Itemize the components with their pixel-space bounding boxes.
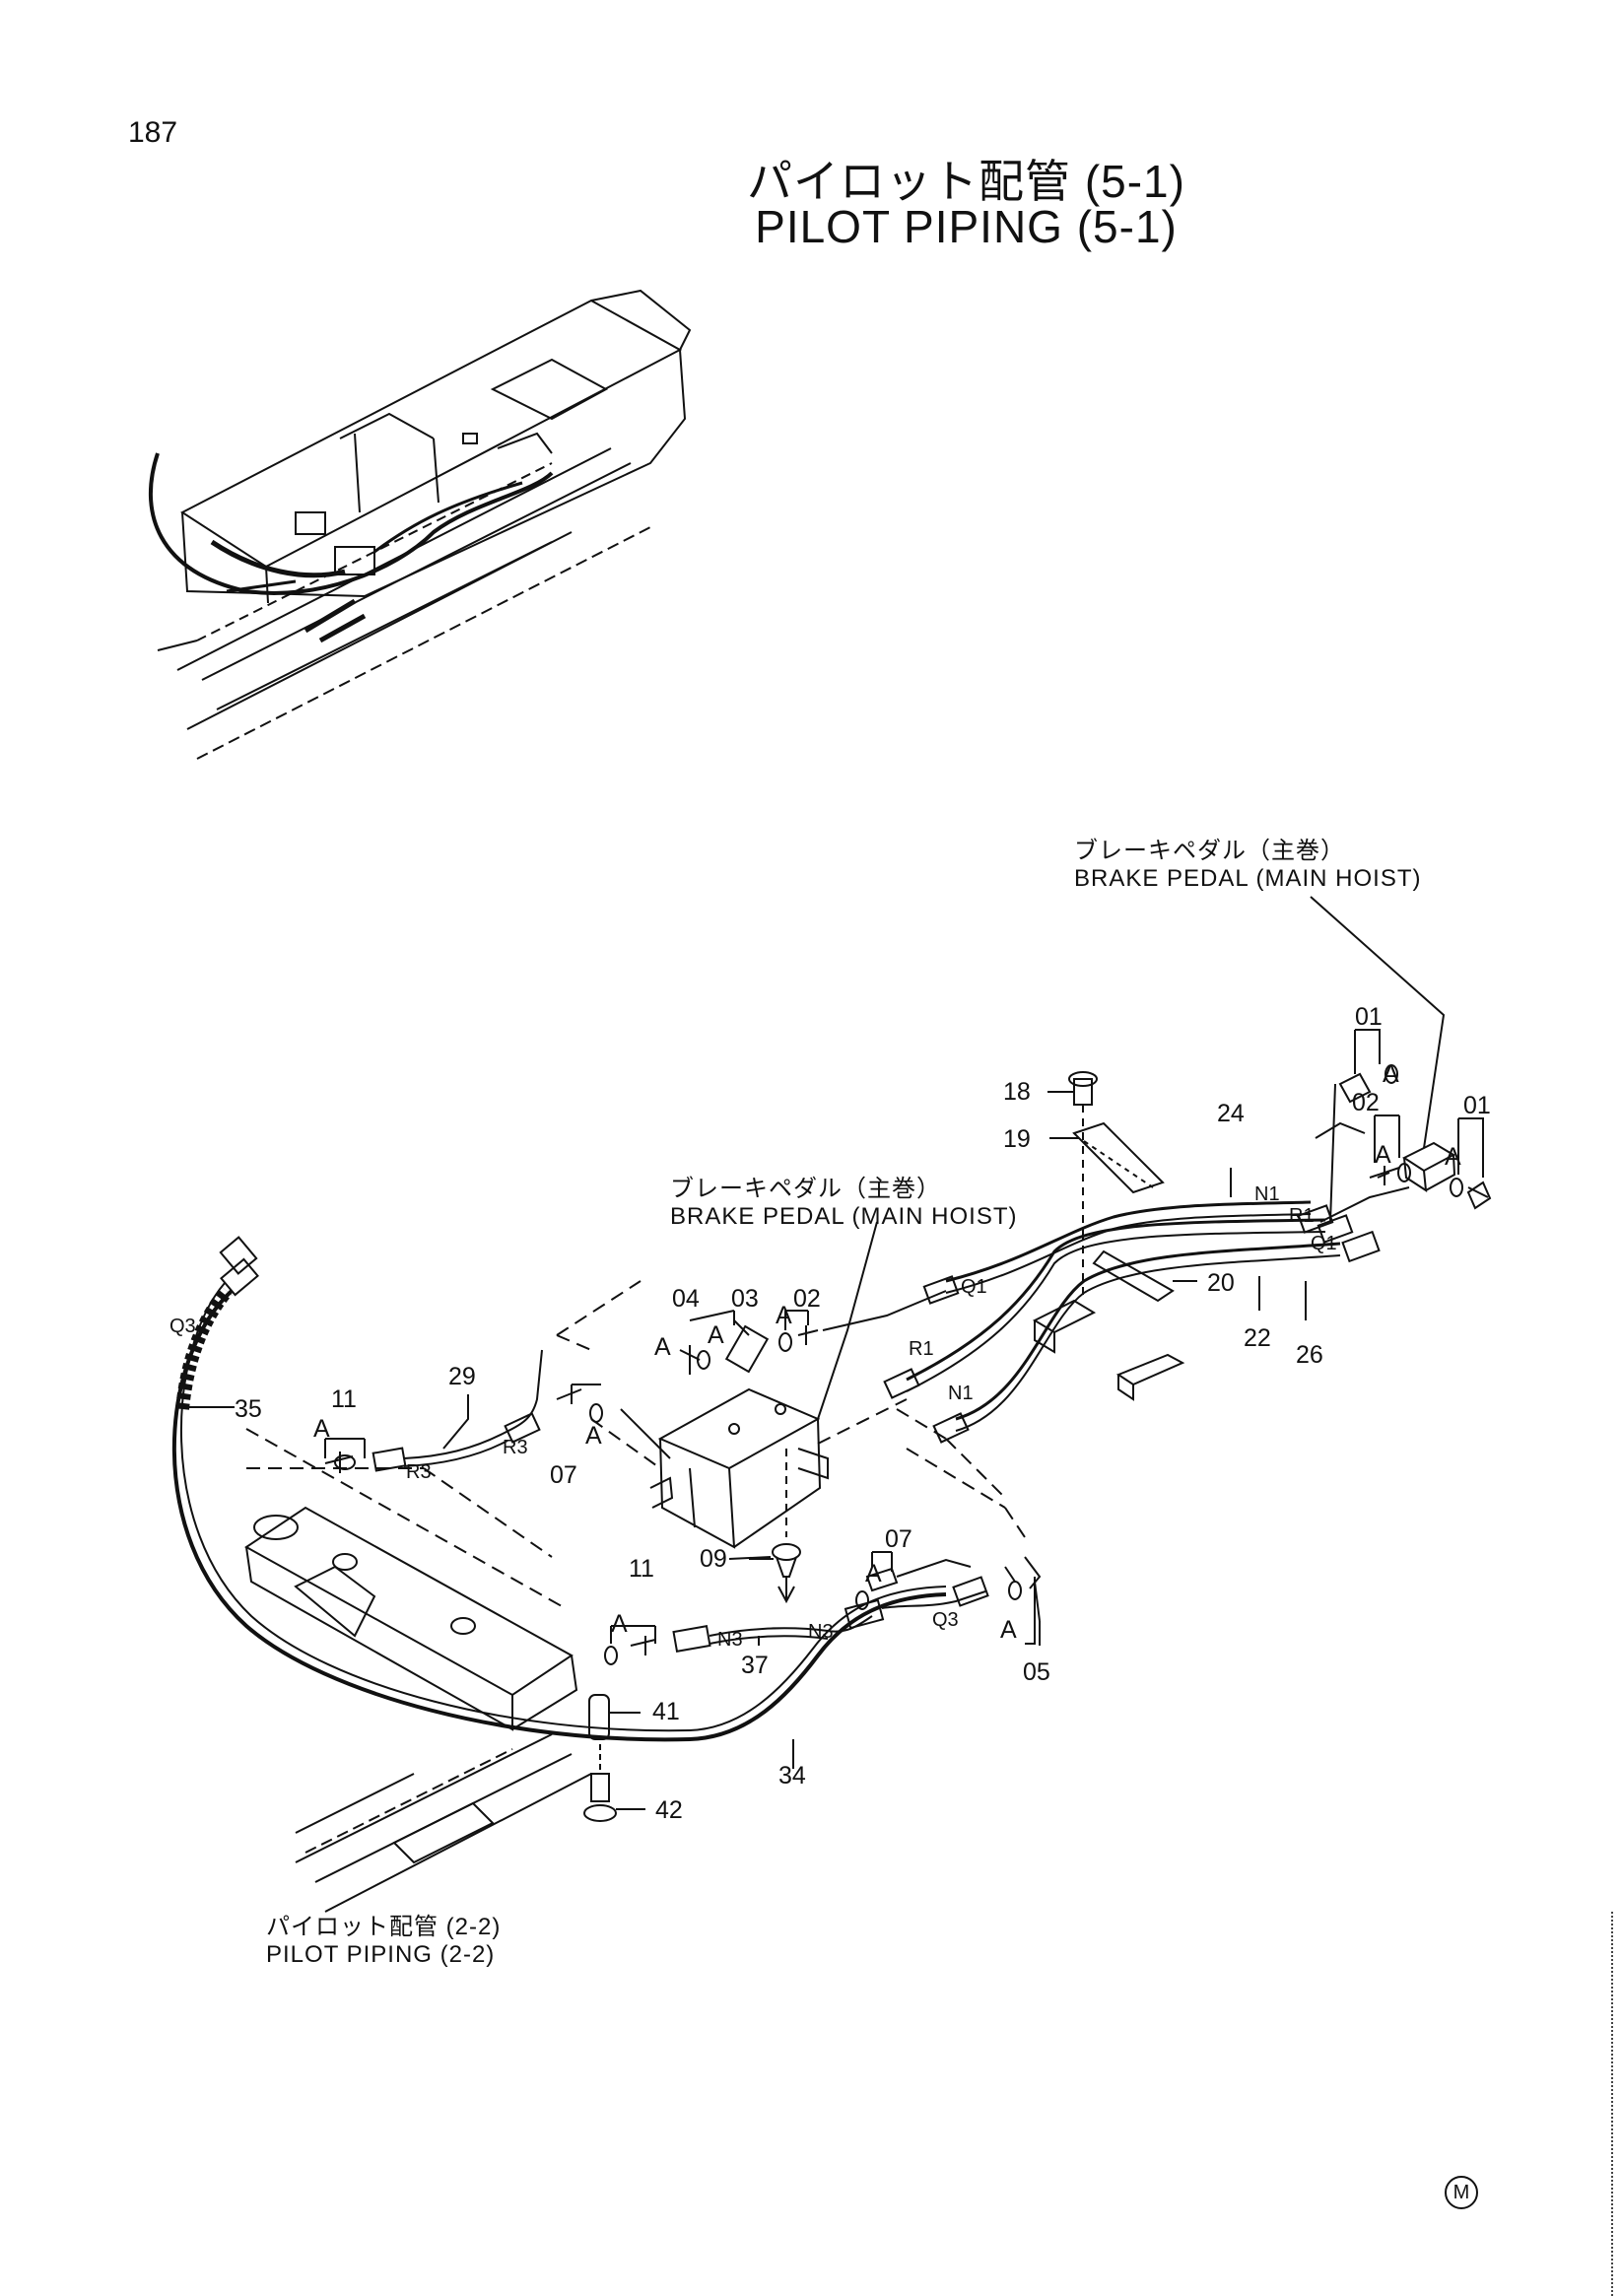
detail-a-marker: A (611, 1610, 628, 1638)
callout-brake-pedal-right-jp: ブレーキペダル（主巻） (1074, 838, 1345, 864)
callout-brake-pedal-right-en: BRAKE PEDAL (MAIN HOIST) (1074, 865, 1422, 892)
hoses-22-24-26 (906, 1200, 1341, 1432)
port-r3-a: R3 (503, 1437, 528, 1458)
fittings-right (1329, 1064, 1492, 1223)
label-part-29: 29 (448, 1363, 476, 1390)
label-part-07-right: 07 (885, 1525, 912, 1553)
label-part-07-left: 07 (550, 1461, 577, 1489)
label-part-11-left: 11 (331, 1385, 357, 1413)
detail-outlines (246, 1280, 1026, 1558)
overview-machine-frame (157, 289, 692, 760)
page-edge-line (1611, 1912, 1613, 2296)
label-part-42: 42 (655, 1796, 683, 1824)
label-part-22: 22 (1244, 1324, 1271, 1352)
port-q3-top: Q3 (169, 1316, 196, 1337)
callout-brake-pedal-right: ブレーキペダル（主巻） BRAKE PEDAL (MAIN HOIST) (1074, 838, 1422, 893)
label-part-20: 20 (1207, 1269, 1235, 1297)
detail-a-marker: A (585, 1422, 602, 1450)
port-labels: N1 R1 Q1 Q1 R1 N1 Q3 Q3 R3 R3 N3 N3 (169, 1183, 1337, 1651)
port-n1-right: N1 (1254, 1183, 1280, 1205)
detail-a-marker: A (1383, 1060, 1399, 1088)
hose-34-35 (171, 1282, 947, 1742)
title-japanese: パイロット配管 (5-1) (747, 156, 1185, 207)
fittings-lower-center (604, 1556, 1042, 1665)
callout-pilot-piping-ref-jp: パイロット配管 (2-2) (266, 1914, 502, 1940)
label-part-26: 26 (1296, 1341, 1323, 1369)
label-part-11-right: 11 (629, 1555, 654, 1583)
label-part-37: 37 (741, 1652, 769, 1679)
detail-a-marker: A (313, 1415, 330, 1443)
port-n3-b: N3 (808, 1621, 834, 1643)
label-part-05: 05 (1023, 1658, 1050, 1686)
callout-brake-pedal-center-en: BRAKE PEDAL (MAIN HOIST) (670, 1203, 1018, 1230)
leader-brake-right (1310, 896, 1446, 1149)
detail-a-marker: A (654, 1333, 671, 1361)
label-part-09: 09 (700, 1545, 727, 1573)
callout-pilot-piping-ref: パイロット配管 (2-2) PILOT PIPING (2-2) (266, 1914, 501, 1969)
detail-a-marker: A (776, 1302, 792, 1329)
port-n1-left: N1 (948, 1383, 974, 1404)
port-r1-left: R1 (909, 1338, 934, 1360)
clamp-41 (588, 1694, 641, 1740)
bracket-20 (1092, 1249, 1197, 1303)
callout-pilot-piping-ref-en: PILOT PIPING (2-2) (266, 1941, 496, 1968)
label-part-01-right: 01 (1463, 1092, 1491, 1119)
port-r3-b: R3 (406, 1461, 432, 1483)
hose-35-coil (175, 1286, 233, 1410)
label-part-04: 04 (672, 1285, 700, 1313)
label-part-41: 41 (652, 1698, 680, 1725)
port-q3-mid: Q3 (932, 1609, 959, 1631)
label-part-19: 19 (1003, 1125, 1031, 1153)
page-number: 187 (128, 116, 178, 149)
label-part-01-top: 01 (1355, 1003, 1383, 1031)
callout-brake-pedal-center-jp: ブレーキペダル（主巻） (670, 1176, 941, 1202)
manifold-block (244, 1428, 578, 1731)
port-r1-right: R1 (1289, 1205, 1315, 1227)
label-part-02-right: 02 (1352, 1089, 1380, 1116)
label-part-35: 35 (235, 1395, 262, 1423)
detail-a-marker: A (1445, 1143, 1461, 1171)
part-number-labels: 01 01 02 02 03 04 05 07 07 09 11 11 18 1… (235, 1003, 1491, 1824)
label-part-34: 34 (778, 1762, 806, 1790)
brake-pedal-right-block (1315, 1121, 1489, 1223)
overview-hoses (149, 452, 554, 643)
hose-fittings (883, 1204, 1381, 1444)
port-n3-a: N3 (717, 1629, 743, 1651)
detail-a-marker: A (708, 1321, 724, 1349)
port-q1-left: Q1 (961, 1276, 987, 1298)
fittings-upper-center (679, 1290, 947, 1375)
part-leaders (182, 1029, 1484, 1810)
label-part-18: 18 (1003, 1078, 1031, 1106)
clamp-19 (1072, 1121, 1165, 1194)
lower-rails (295, 1733, 592, 1913)
label-part-03: 03 (731, 1285, 759, 1313)
callout-brake-pedal-center: ブレーキペダル（主巻） BRAKE PEDAL (MAIN HOIST) (670, 1176, 1018, 1231)
detail-a-marker: A (1375, 1141, 1391, 1169)
label-part-02-left: 02 (793, 1285, 821, 1313)
detail-a-markers: A A A A A A A A A A A (313, 1060, 1461, 1644)
title-english: PILOT PIPING (5-1) (755, 201, 1178, 252)
pressure-switch-09 (728, 1543, 801, 1604)
label-part-24: 24 (1217, 1100, 1245, 1127)
fittings-left-row (324, 1349, 671, 1473)
detail-a-marker: A (865, 1560, 882, 1587)
detail-a-marker: A (1000, 1616, 1017, 1644)
bolt-18 (1047, 1071, 1098, 1232)
leader-brake-center (817, 1221, 878, 1420)
fitting-q3-top (219, 1236, 259, 1297)
blocks-floor (1032, 1232, 1185, 1401)
manual-mark-icon: M (1445, 2176, 1478, 2209)
brake-pedal-valve (649, 1387, 829, 1549)
port-q1-right: Q1 (1311, 1233, 1337, 1254)
